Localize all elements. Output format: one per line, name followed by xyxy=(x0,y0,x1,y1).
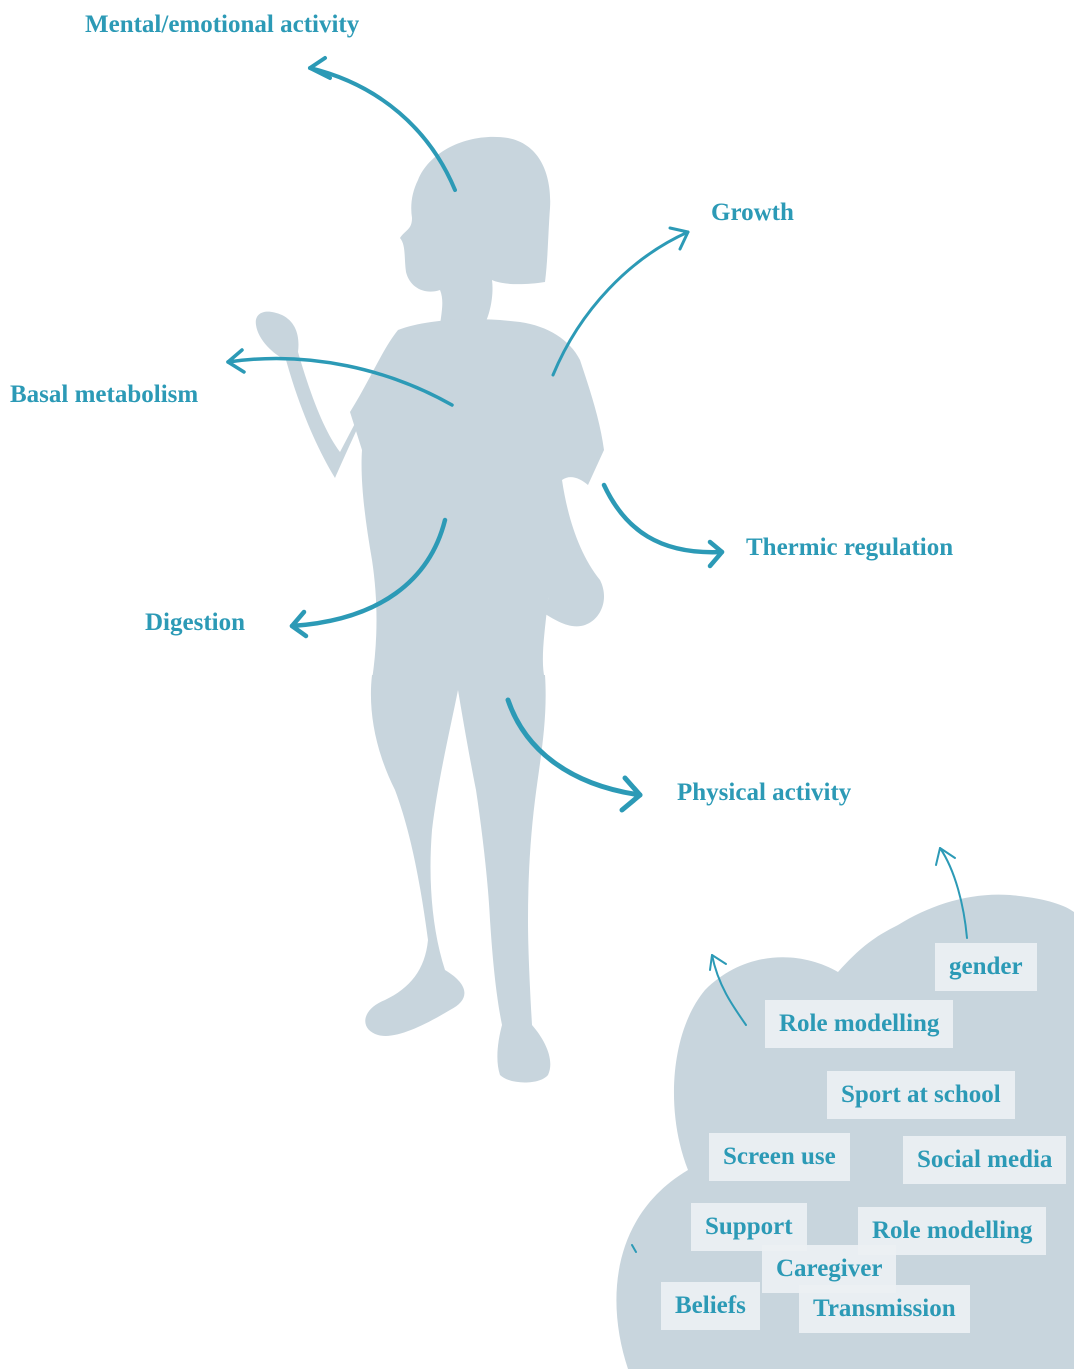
silhouette-torso xyxy=(350,319,604,680)
label-mental-emotional-activity: Mental/emotional activity xyxy=(85,10,359,40)
tag-support: Support xyxy=(691,1203,807,1251)
label-basal-metabolism: Basal metabolism xyxy=(10,380,198,410)
tag-gender: gender xyxy=(935,943,1037,991)
label-digestion: Digestion xyxy=(145,608,245,638)
arrowhead-mental xyxy=(310,58,330,78)
person-silhouette xyxy=(256,137,604,1083)
tag-social-media: Social media xyxy=(903,1136,1066,1184)
tag-screen-use: Screen use xyxy=(709,1133,850,1181)
tag-transmission: Transmission xyxy=(799,1285,970,1333)
tag-role-modelling: Role modelling xyxy=(765,1000,953,1048)
label-thermic-regulation: Thermic regulation xyxy=(746,533,953,563)
silhouette-head xyxy=(400,137,550,325)
label-physical-activity: Physical activity xyxy=(677,778,851,808)
tag-sport-at-school: Sport at school xyxy=(827,1071,1015,1119)
arrow-thermic xyxy=(604,485,722,552)
silhouette-legs xyxy=(365,675,550,1083)
silhouette-left-arm xyxy=(256,312,365,478)
tag-beliefs: Beliefs xyxy=(661,1282,760,1330)
label-growth: Growth xyxy=(711,198,794,228)
arrowhead-role-up xyxy=(710,955,726,970)
